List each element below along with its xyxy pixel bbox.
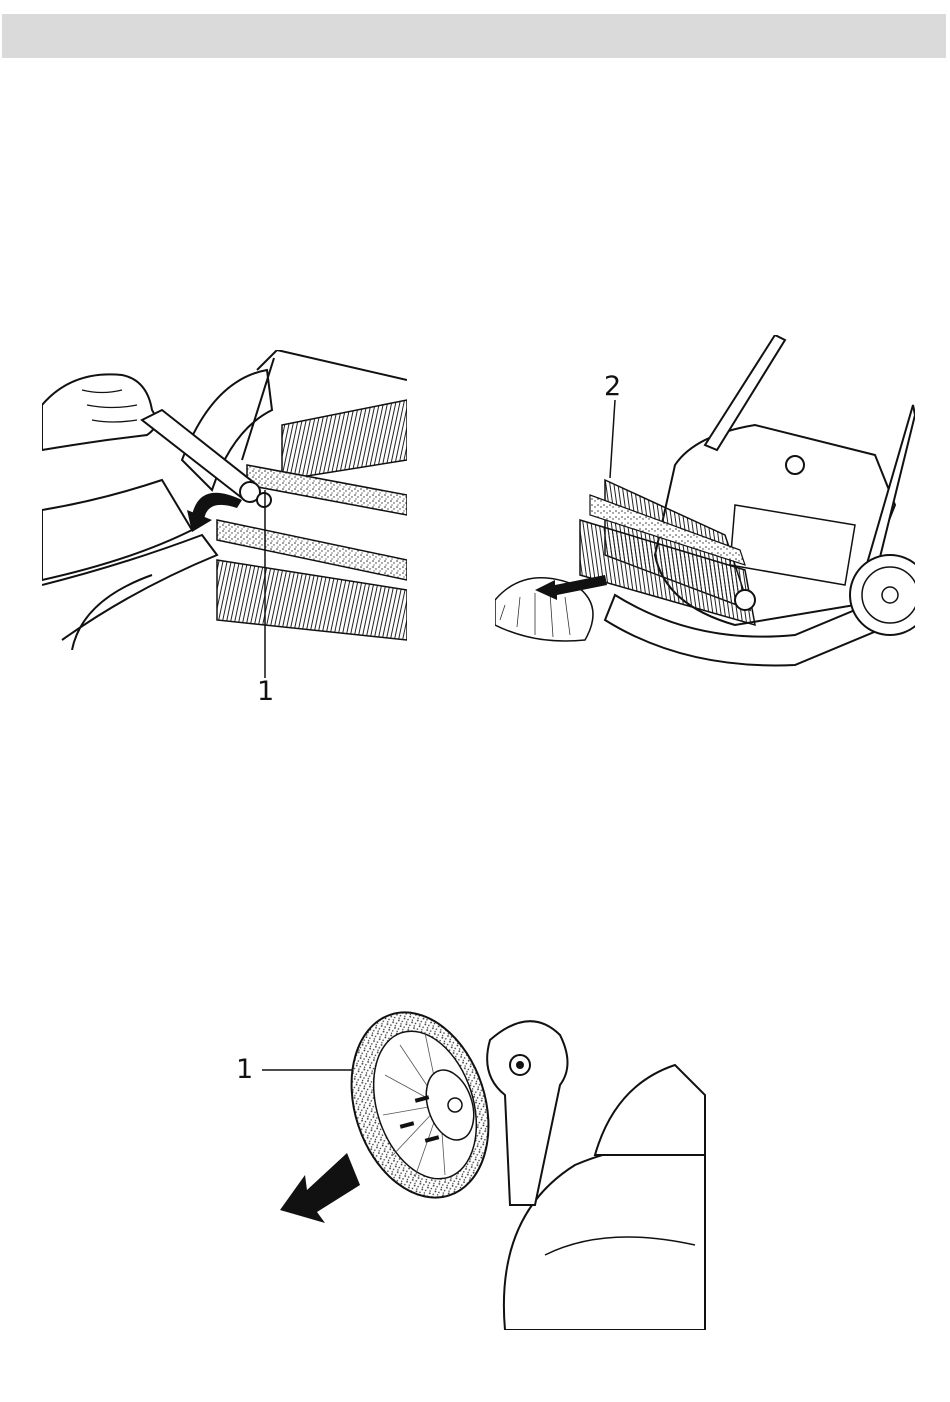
callout-line-2 [605,400,625,480]
figure-side-brush-removal [275,1005,715,1330]
callout-brush-roller: 2 [604,373,621,400]
callout-line-1 [255,490,275,680]
side-brush-removal-illustration [275,1005,715,1330]
callout-line-3 [262,1060,354,1080]
brush-extraction-illustration [495,335,915,680]
main-brush-removal-illustration [42,350,407,650]
callout-side-brush: 1 [236,1056,253,1083]
figure-main-brush-removal [42,350,407,650]
figure-brush-extraction [495,335,915,680]
header-bar [2,14,946,58]
callout-main-brush: 1 [257,678,274,705]
